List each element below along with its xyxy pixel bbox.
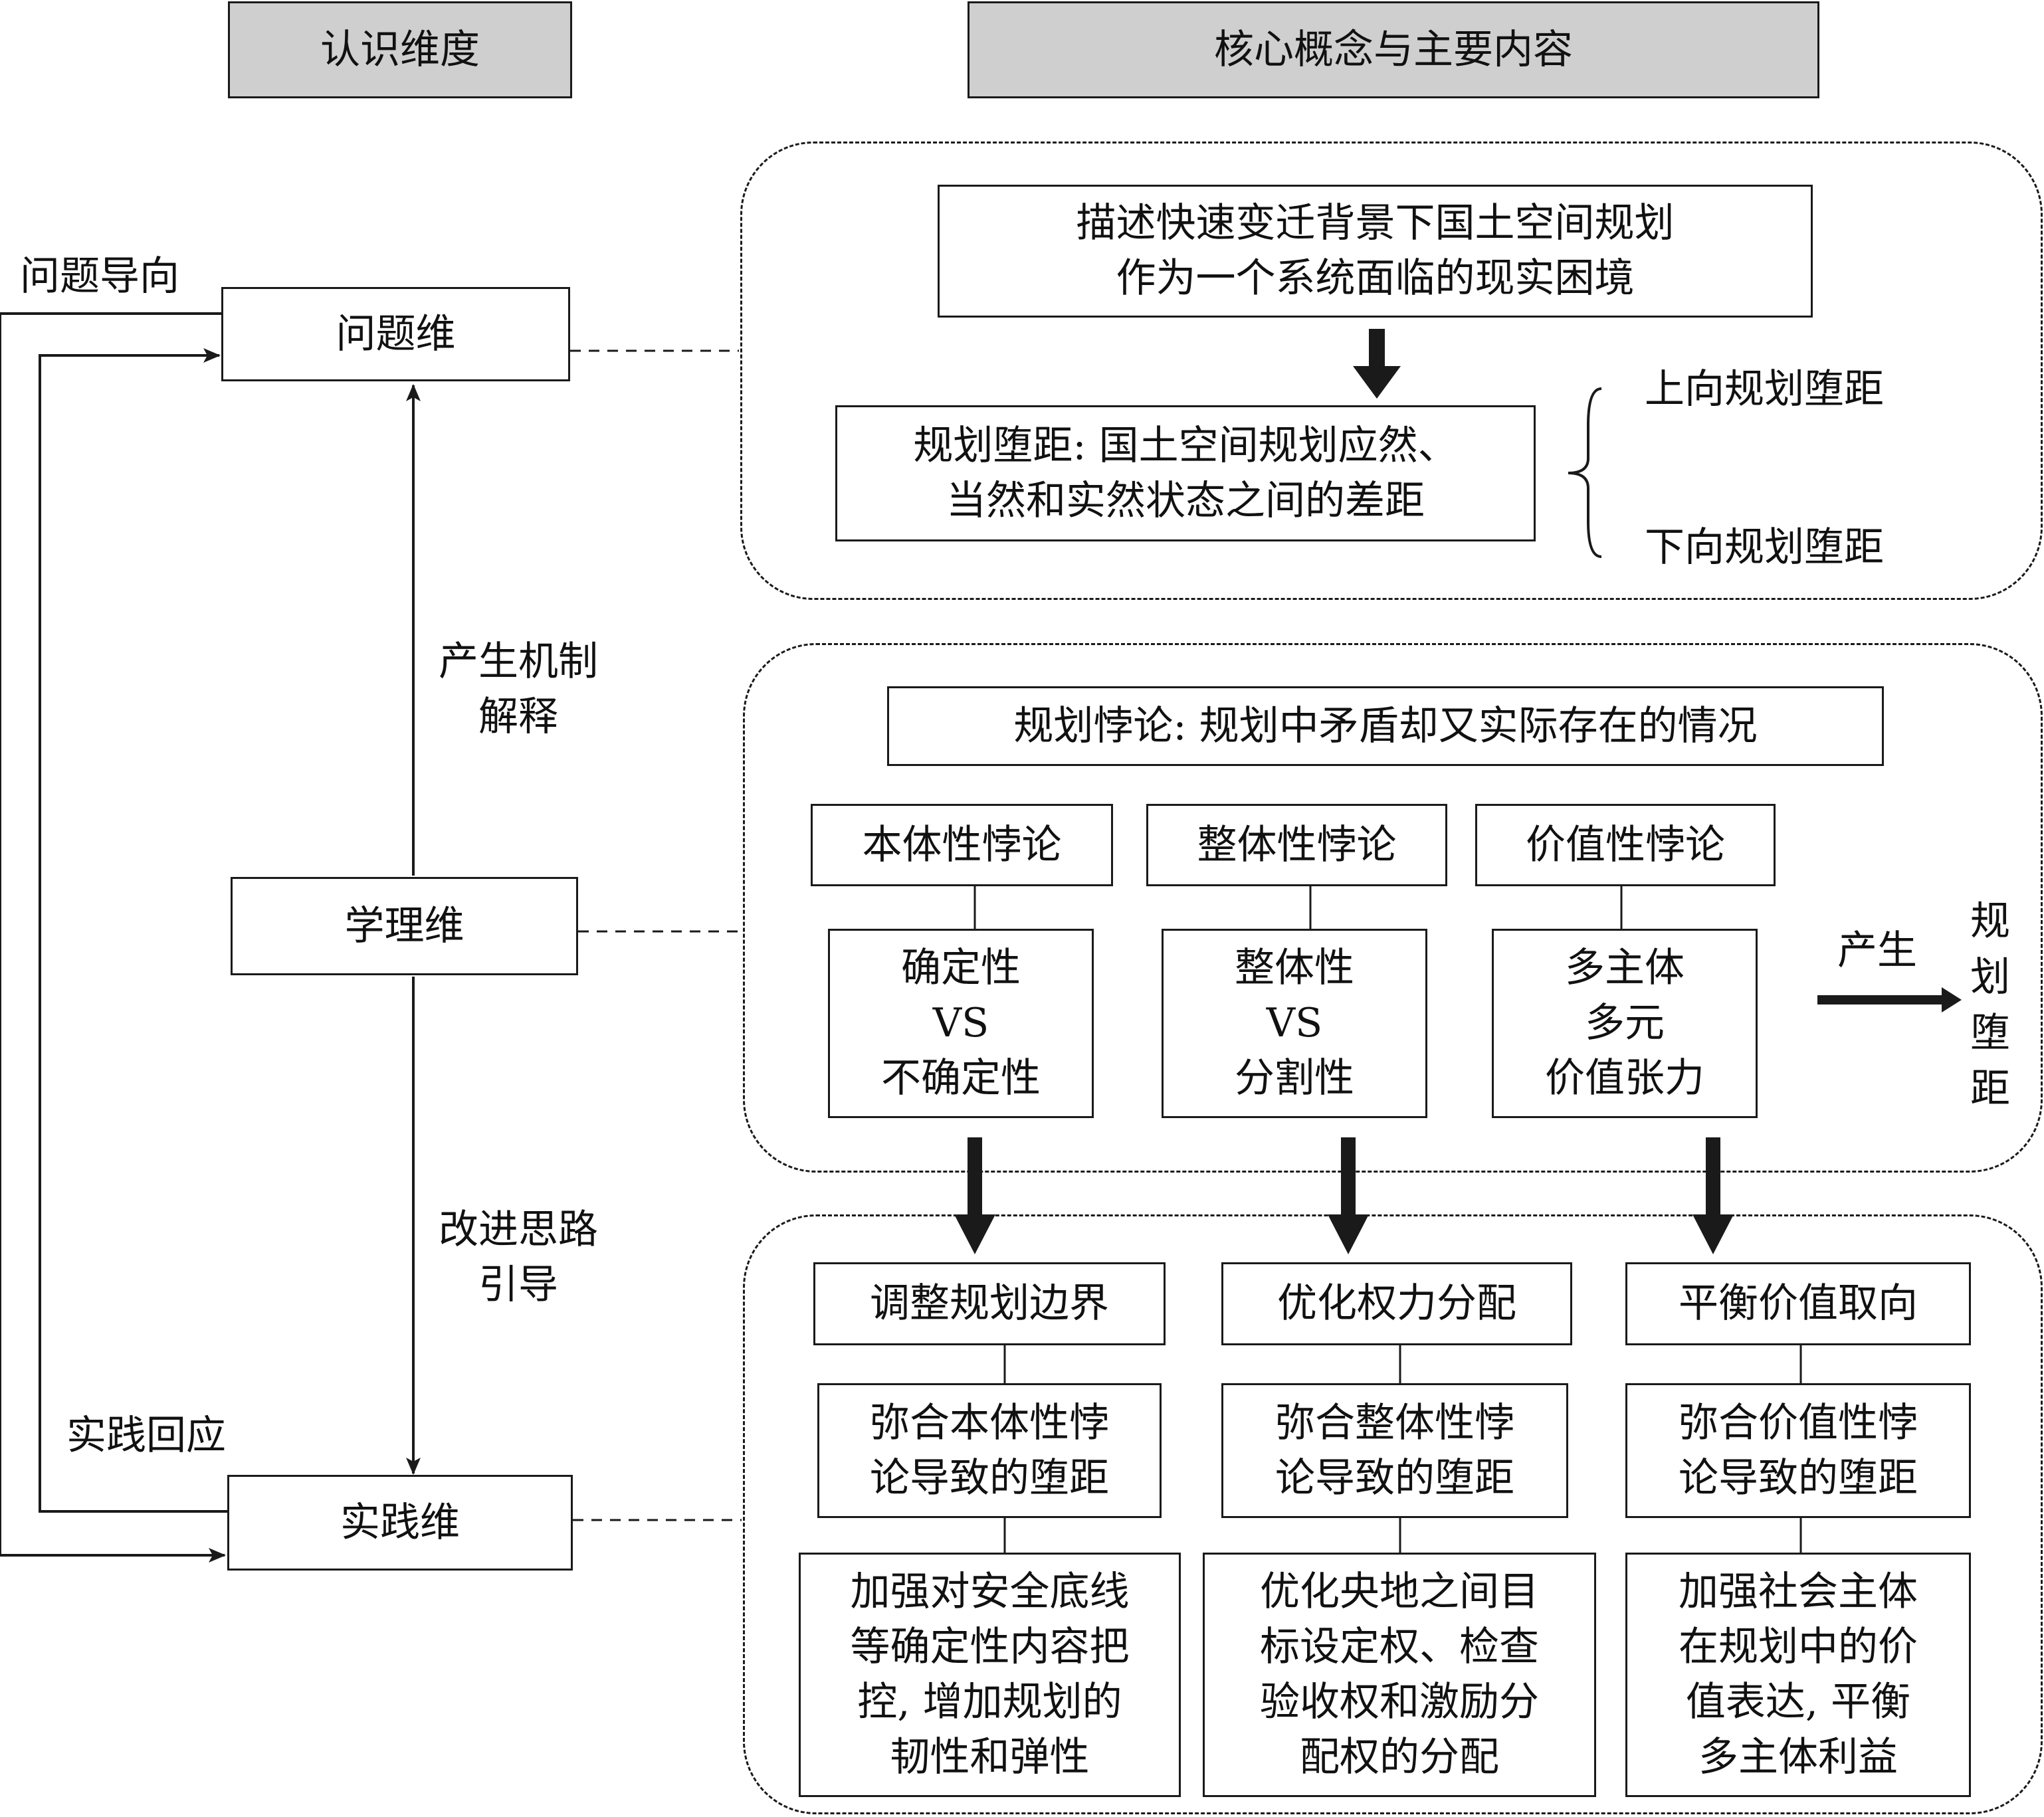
problem-region (740, 142, 2043, 600)
paradox-content-value: 多主体 多元 价值张力 (1492, 929, 1758, 1118)
strategy-arrow-shaft-2 (1341, 1137, 1356, 1216)
measure-box-value: 加强社会主体 在规划中的价 值表达, 平衡 多主体利益 (1625, 1553, 1971, 1797)
theory-dimension-box: 学理维 (231, 877, 578, 975)
strategy-name-3: 平衡价值取向 (1679, 1280, 1918, 1327)
strategy-name-1: 调整规划边界 (870, 1280, 1109, 1327)
measure-box-ontological: 加强对安全底线 等确定性内容把 控, 增加规划的 韧性和弹性 (799, 1553, 1181, 1797)
practice-region (743, 1214, 2043, 1814)
strategy-arrow-head-3 (1692, 1214, 1734, 1254)
goal-box-holistic: 弥合整体性悖 论导致的堕距 (1221, 1383, 1568, 1518)
paradox-name-1: 本体性悖论 (862, 821, 1062, 868)
strategy-arrow-head-2 (1328, 1214, 1369, 1254)
upward-gap-label: 上向规划堕距 (1645, 366, 1884, 413)
produce-target-label: 规划堕距 (1970, 898, 2010, 1112)
problem-description-text: 描述快速变迁背景下国土空间规划 作为一个系统面临的现实困境 (1076, 200, 1675, 302)
strategy-box-boundary: 调整规划边界 (813, 1262, 1166, 1345)
paradox-head-ontological: 本体性悖论 (811, 804, 1113, 886)
problem-description-box: 描述快速变迁背景下国土空间规划 作为一个系统面临的现实困境 (938, 185, 1813, 318)
strategy-goal-3: 弥合价值性悖 论导致的堕距 (1679, 1399, 1918, 1501)
strategy-name-2: 优化权力分配 (1277, 1280, 1516, 1327)
paradox-head-holistic: 整体性悖论 (1146, 804, 1447, 886)
gap-brace (1568, 387, 1602, 558)
theory-region (743, 643, 2043, 1173)
paradox-name-2: 整体性悖论 (1197, 821, 1397, 868)
strategy-measure-3: 加强社会主体 在规划中的价 值表达, 平衡 多主体利益 (1679, 1569, 1918, 1780)
problem-dimension-label: 问题维 (336, 310, 456, 357)
strategy-measure-1: 加强对安全底线 等确定性内容把 控, 增加规划的 韧性和弹性 (850, 1569, 1130, 1780)
produce-arrow-head (1942, 987, 1962, 1012)
paradox-head-value: 价值性悖论 (1475, 804, 1776, 886)
produce-label: 产生 (1837, 927, 1917, 974)
strategy-arrow-shaft-1 (968, 1137, 982, 1216)
measure-box-holistic: 优化央地之间目 标设定权、检查 验收权和激励分 配权的分配 (1203, 1553, 1596, 1797)
problem-dimension-box: 问题维 (221, 287, 570, 381)
paradox-content-2: 整体性 VS 分割性 (1235, 945, 1354, 1101)
produce-arrow-shaft (1817, 995, 1944, 1004)
improvement-guidance-label: 改进思路 引导 (439, 1206, 598, 1308)
downward-gap-label: 下向规划堕距 (1645, 524, 1884, 571)
desc-to-gap-arrow-shaft (1369, 329, 1385, 367)
header-core-concepts: 核心概念与主要内容 (968, 1, 1819, 98)
goal-box-value: 弥合价值性悖 论导致的堕距 (1625, 1383, 1971, 1518)
theory-dimension-label: 学理维 (344, 902, 464, 949)
planning-gap-text: 规划堕距: 国土空间规划应然、 当然和实然状态之间的差距 (913, 422, 1458, 524)
planning-paradox-text: 规划悖论: 规划中矛盾却又实际存在的情况 (1013, 702, 1758, 749)
header-cognition-dimension: 认识维度 (228, 1, 572, 98)
planning-paradox-box: 规划悖论: 规划中矛盾却又实际存在的情况 (887, 686, 1884, 766)
desc-to-gap-arrow-head (1353, 366, 1401, 399)
practice-response-label: 实践回应 (66, 1412, 226, 1459)
header-right-label: 核心概念与主要内容 (1214, 26, 1573, 73)
paradox-content-1: 确定性 VS 不确定性 (881, 945, 1041, 1101)
practice-response-loop (39, 348, 227, 1513)
strategy-goal-2: 弥合整体性悖 论导致的堕距 (1275, 1399, 1514, 1501)
practice-dimension-label: 实践维 (340, 1499, 460, 1546)
strategy-box-power: 优化权力分配 (1221, 1262, 1572, 1345)
problem-oriented-label: 问题导向 (20, 253, 179, 300)
mechanism-explanation-label: 产生机制 解释 (439, 638, 598, 740)
strategy-arrow-head-1 (954, 1214, 995, 1254)
practice-dimension-box: 实践维 (227, 1475, 573, 1571)
paradox-name-3: 价值性悖论 (1526, 821, 1725, 868)
strategy-box-value: 平衡价值取向 (1625, 1262, 1971, 1345)
header-left-label: 认识维度 (320, 26, 480, 73)
planning-gap-box: 规划堕距: 国土空间规划应然、 当然和实然状态之间的差距 (835, 405, 1536, 541)
strategy-arrow-shaft-3 (1706, 1137, 1720, 1216)
paradox-content-ontological: 确定性 VS 不确定性 (828, 929, 1094, 1118)
strategy-measure-2: 优化央地之间目 标设定权、检查 验收权和激励分 配权的分配 (1260, 1569, 1539, 1780)
problem-oriented-loop (0, 312, 226, 1563)
paradox-content-holistic: 整体性 VS 分割性 (1162, 929, 1427, 1118)
strategy-goal-1: 弥合本体性悖 论导致的堕距 (870, 1399, 1109, 1501)
paradox-content-3: 多主体 多元 价值张力 (1545, 945, 1704, 1101)
goal-box-ontological: 弥合本体性悖 论导致的堕距 (817, 1383, 1162, 1518)
